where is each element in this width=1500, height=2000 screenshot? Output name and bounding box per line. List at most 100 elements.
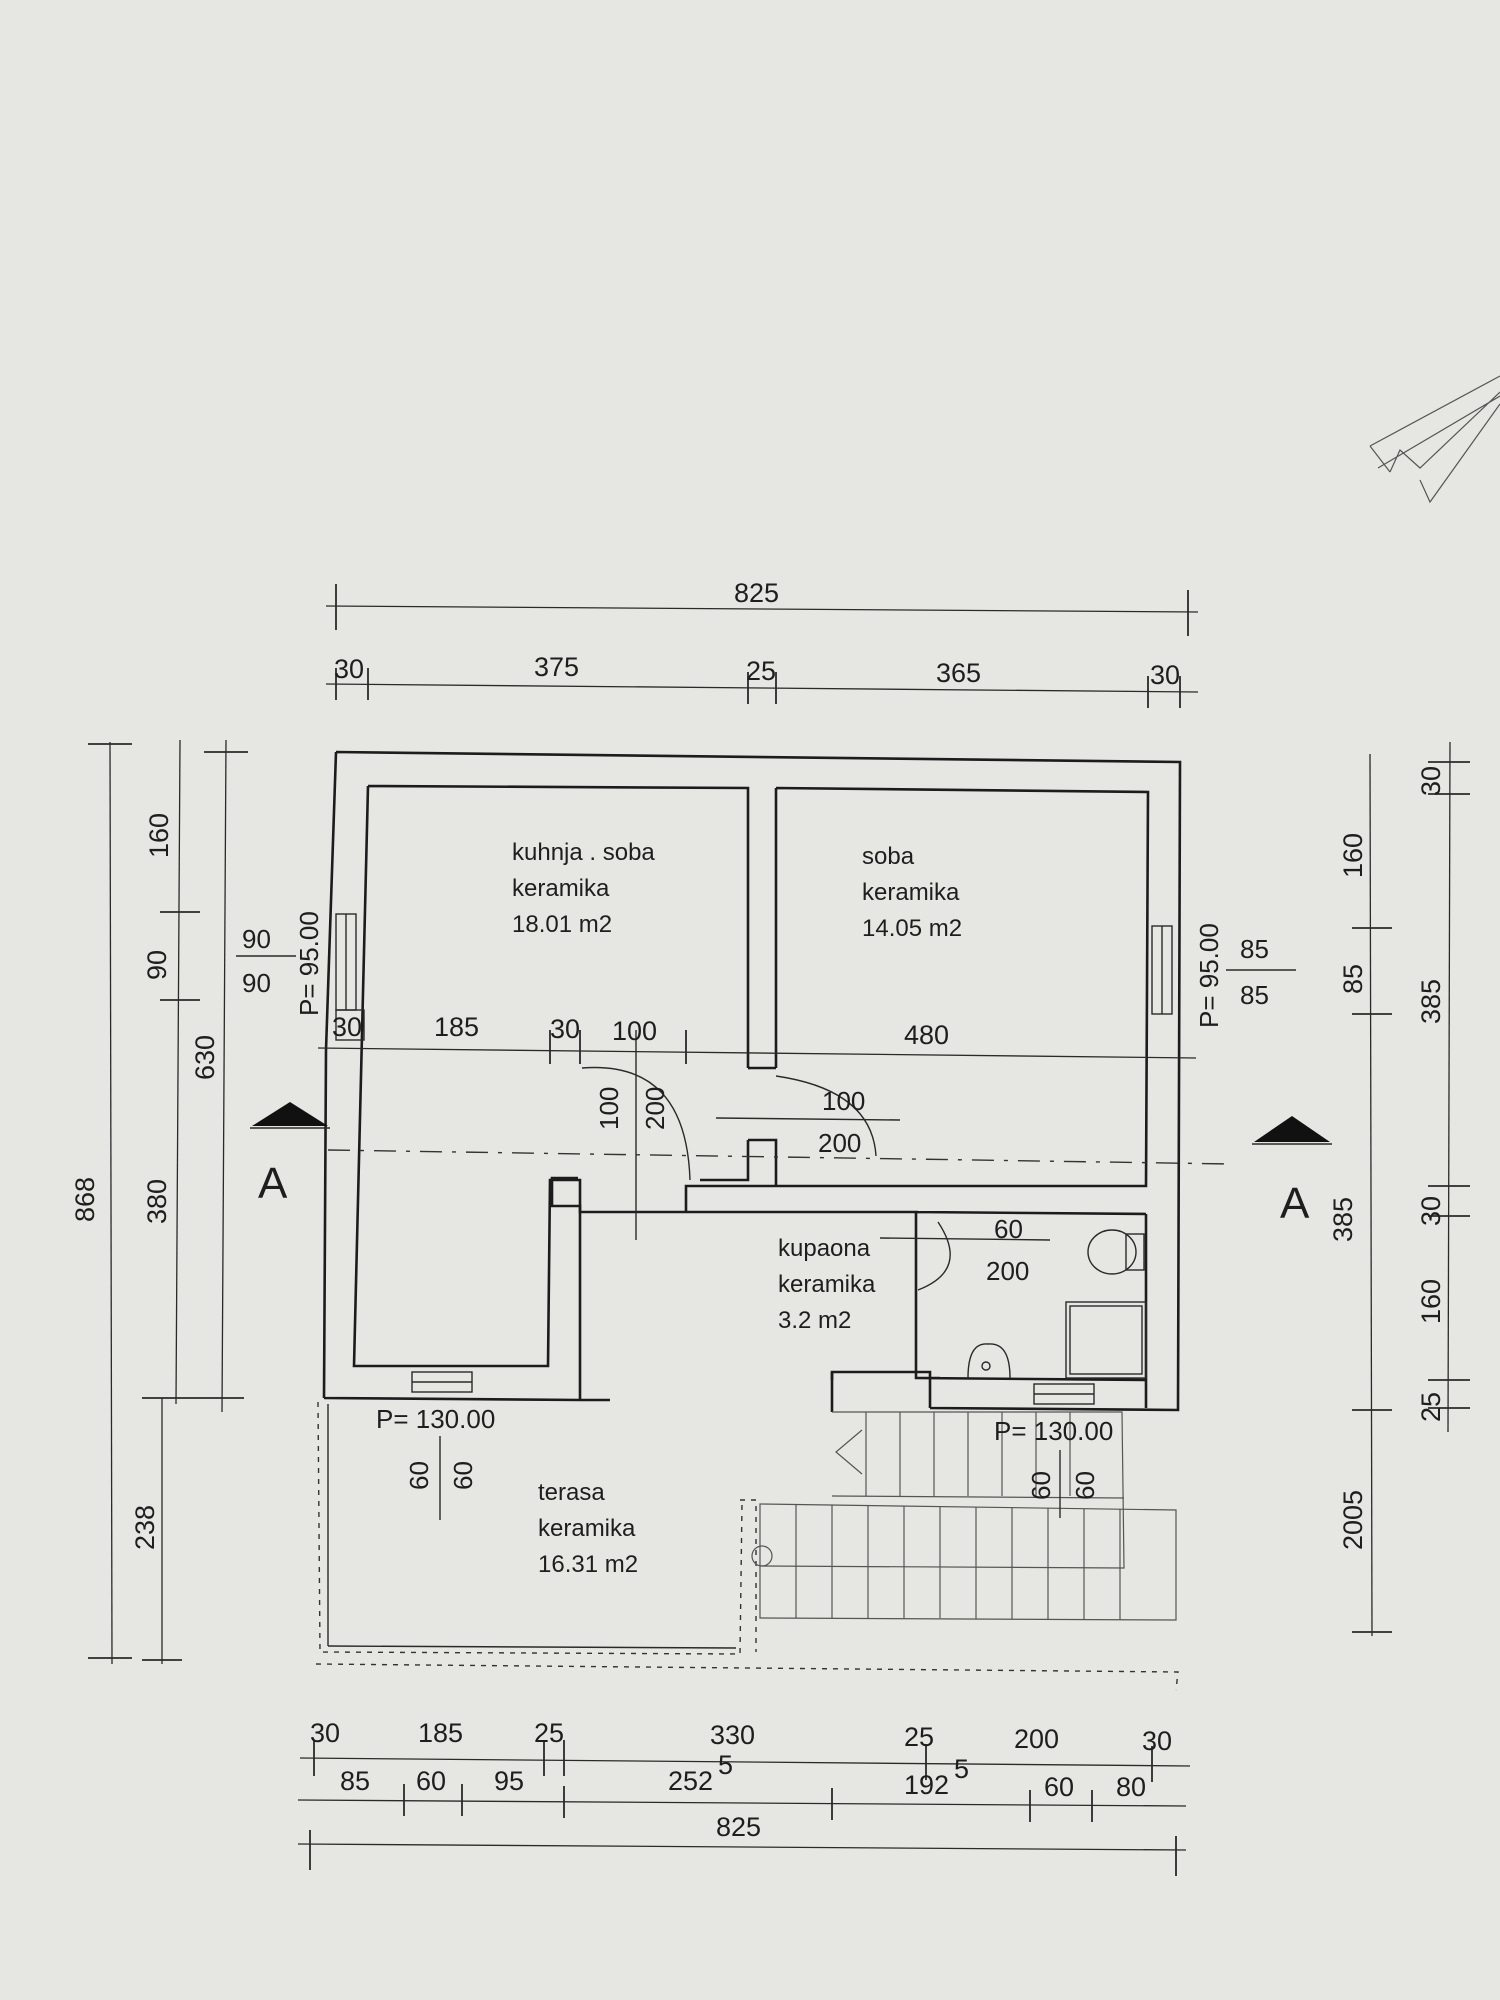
dim-inner: 30 [332,1012,362,1042]
dim-bottom-row1: 25 [904,1722,934,1752]
section-mark-right: A [1280,1179,1310,1228]
wall-stub-left [335,1009,365,1041]
dim-bottom-row1: 200 [1014,1724,1059,1754]
room-labels: kuhnja . soba keramika 18.01 m2 soba ker… [512,839,962,1578]
dim-right-outer: 385 [1416,979,1446,1024]
dim-right-outer: 25 [1416,1392,1446,1422]
walls [322,750,1182,1412]
dim-bottom-row2: 60 [1044,1772,1074,1802]
dim-bottom-row2: 80 [1116,1772,1146,1802]
north-arrow-stroke [1369,375,1500,473]
section-line: A A [250,1102,1332,1228]
room-area-room: 14.05 m2 [862,915,962,942]
section-mark-left: A [258,1159,288,1208]
terrace-stairs [315,1401,1179,1691]
dim-right-outer-line [1447,741,1451,1433]
dim-left-630-line [221,739,227,1413]
dim-bottom-total: 825 [716,1812,761,1842]
window-bottom-left-h: 60 [448,1461,478,1490]
toilet-icon [1087,1229,1137,1275]
north-arrow-stroke [1419,403,1500,504]
dim-right-outer: 30 [1416,766,1446,796]
room-name-bath: kupaona [778,1235,871,1262]
terrace-outline [317,1401,743,1655]
room-area-terrace: 16.31 m2 [538,1551,638,1578]
dim-top-seg: 30 [334,654,364,684]
door-room-dimline [715,1117,901,1121]
door-swing-room [775,1075,877,1157]
dim-right-inner: 385 [1328,1197,1358,1242]
door-kitchen-width: 100 [594,1087,624,1130]
window-left-height: 90 [242,968,271,998]
window-left-sill: P= 95.00 [294,911,324,1016]
stair-lower-outline [759,1503,1177,1621]
stair-midline [831,1495,1125,1499]
stair-landing-edge [740,1499,757,1652]
section-cut-line [327,1149,1233,1165]
dim-right-outer: 30 [1416,1196,1446,1226]
room-name-terrace: terasa [538,1479,605,1506]
dim-top-seg: 25 [746,656,776,686]
door-bath-width: 60 [994,1214,1023,1244]
window-left-width: 90 [242,924,271,954]
sink-drain-icon [981,1361,991,1371]
dim-bottom-row1: 330 [710,1720,755,1750]
door-kitchen-height: 200 [640,1087,670,1130]
dim-bottom-row2-line [297,1799,1187,1807]
stair-upper-outline [759,1411,1125,1569]
dim-bottom-total-line [297,1843,1187,1851]
room-name-kitchen: kuhnja . soba [512,839,655,866]
dim-left-mid: 630 [190,1035,220,1080]
dim-top-total-line [325,605,1199,613]
dim-inner: 30 [550,1014,580,1044]
stair-start-icon [751,1545,773,1567]
window-bottom-left-sill: P= 130.00 [376,1404,495,1434]
dim-top-seg: 365 [936,658,981,688]
room-material-bath: keramika [778,1271,876,1298]
fixtures [967,1229,1147,1379]
dim-bottom-row2-sup: 5 [718,1750,733,1780]
dim-top-total: 825 [734,578,779,608]
dim-right-inner: 160 [1338,833,1368,878]
window-right-height: 85 [1240,980,1269,1010]
room-name-room: soba [862,843,915,870]
bathroom-wall [578,1206,1148,1408]
north-arrow-icon [1369,375,1500,504]
window-bottom-right-h: 60 [1070,1471,1100,1500]
dim-bottom-row1: 185 [418,1718,463,1748]
door-room-width: 100 [822,1086,865,1116]
door-bath-height: 200 [986,1256,1029,1286]
dim-bottom-row2: 252 [668,1766,713,1796]
section-arrow-right-icon [1254,1116,1330,1142]
dim-left-mid: 238 [130,1505,160,1550]
stair-lower-treads [751,1505,1121,1620]
dim-top-seg: 30 [1150,660,1180,690]
dim-right-inner: 2005 [1338,1490,1368,1550]
dim-top-seg-line [325,683,1199,693]
dim-left-inner: 380 [142,1179,172,1224]
dim-right-inner-line [1369,753,1373,1637]
door-bath-dimline [879,1237,1051,1241]
dim-left-inner-line [175,739,181,1405]
window-bottom-right-w: 60 [1026,1471,1056,1500]
room-material-room: keramika [862,879,960,906]
doors [581,1030,1051,1291]
dim-bottom-row2: 85 [340,1766,370,1796]
room-material-terrace: keramika [538,1515,636,1542]
room-inner-wall [684,786,1150,1212]
outer-wall [322,750,1182,1412]
dim-bottom-row2: 95 [494,1766,524,1796]
dim-inner-line [317,1047,1197,1059]
dim-left-total: 868 [70,1177,100,1222]
dim-left-inner: 160 [144,813,174,858]
dim-bottom-row1-line [299,1757,1191,1767]
room-area-kitchen: 18.01 m2 [512,911,612,938]
dim-left-inner: 90 [142,950,172,980]
room-area-bath: 3.2 m2 [778,1307,851,1334]
dim-bottom-row2-sup: 5 [954,1754,969,1784]
dim-inner: 185 [434,1012,479,1042]
dim-inner: 480 [904,1020,949,1050]
door-swing-bath [917,1221,951,1291]
dim-bottom-row1: 30 [1142,1726,1172,1756]
